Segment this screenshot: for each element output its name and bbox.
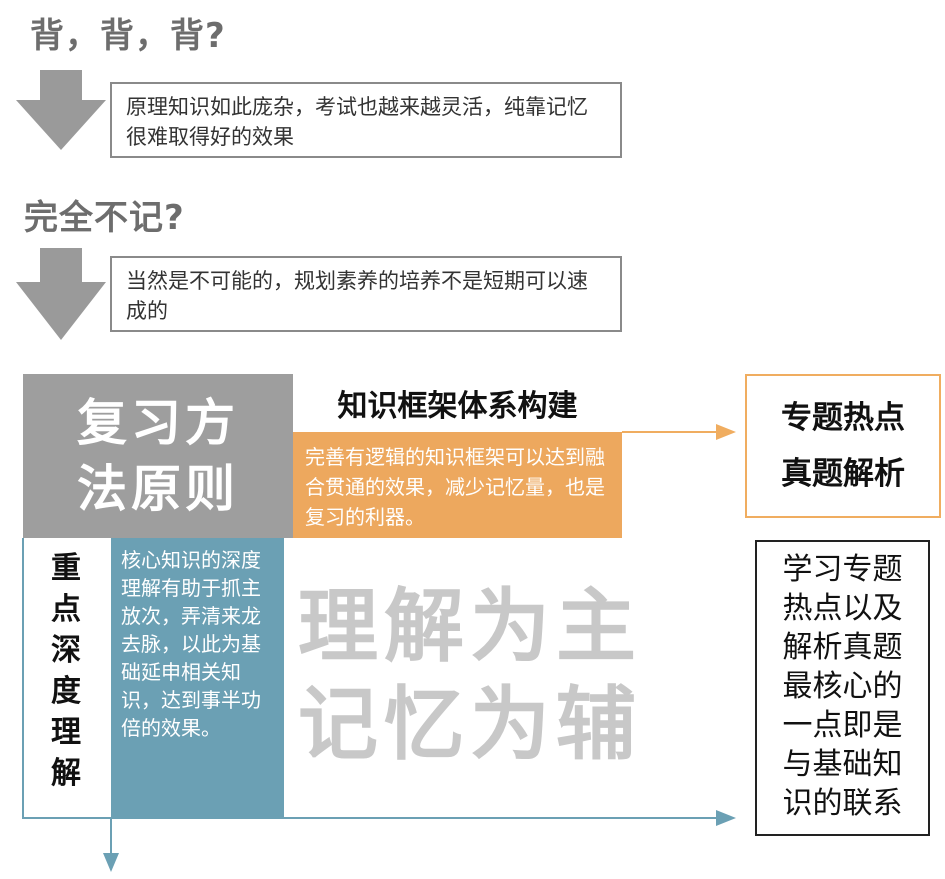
down-arrow-1 (16, 70, 106, 150)
topic-desc-line: 学习专题 (782, 552, 903, 587)
depth-title-char: 重 (51, 551, 81, 586)
heading-memorize: 背，背，背? (30, 16, 226, 56)
topic-desc-line: 热点以及 (782, 591, 903, 626)
principle-line2: 记忆为辅 (298, 678, 642, 771)
topic-desc-line: 识的联系 (782, 786, 903, 821)
depth-title-char: 度 (51, 674, 81, 709)
principle-line1: 理解为主 (298, 580, 642, 673)
review-method-block: 复习方 法原则 (23, 374, 293, 538)
depth-title-char: 解 (51, 756, 81, 791)
topic-line1: 专题热点 (781, 400, 905, 436)
no-memorize-note-box: 当然是不可能的，规划素养的培养不是短期可以速成的 (110, 256, 622, 332)
depth-title-char: 理 (51, 715, 81, 750)
topic-desc-line: 一点即是 (782, 708, 903, 743)
framework-desc: 完善有逻辑的知识框架可以达到融合贯通的效果，减少记忆量，也是复习的利器。 (293, 432, 622, 538)
depth-title: 重 点 深 度 理 解 (23, 542, 109, 794)
topic-desc-line: 最核心的 (782, 669, 903, 704)
topic-box: 专题热点 真题解析 (745, 374, 941, 518)
topic-desc-box: 学习专题 热点以及 解析真题 最核心的 一点即是 与基础知 识的联系 (755, 540, 930, 836)
topic-desc-line: 解析真题 (782, 630, 903, 665)
review-method-line1: 复习方 (77, 394, 239, 452)
framework-title: 知识框架体系构建 (293, 374, 622, 432)
teal-arrowhead-down (103, 853, 119, 872)
depth-title-char: 点 (51, 592, 81, 627)
teal-arrowhead-right (716, 810, 736, 826)
orange-arrowhead (716, 424, 736, 440)
heading-no-memorize: 完全不记? (24, 198, 185, 238)
depth-title-char: 深 (51, 633, 81, 668)
down-arrow-2 (16, 248, 106, 340)
review-method-line2: 法原则 (77, 460, 239, 518)
depth-desc: 核心知识的深度理解有助于抓主放次，弄清来龙去脉，以此为基础延申相关知识，达到事半… (111, 538, 284, 818)
topic-desc-line: 与基础知 (782, 747, 903, 782)
memorize-note-box: 原理知识如此庞杂，考试也越来越灵活，纯靠记忆很难取得好的效果 (110, 82, 622, 158)
topic-line2: 真题解析 (781, 456, 905, 492)
depth-box-outline (22, 538, 284, 819)
